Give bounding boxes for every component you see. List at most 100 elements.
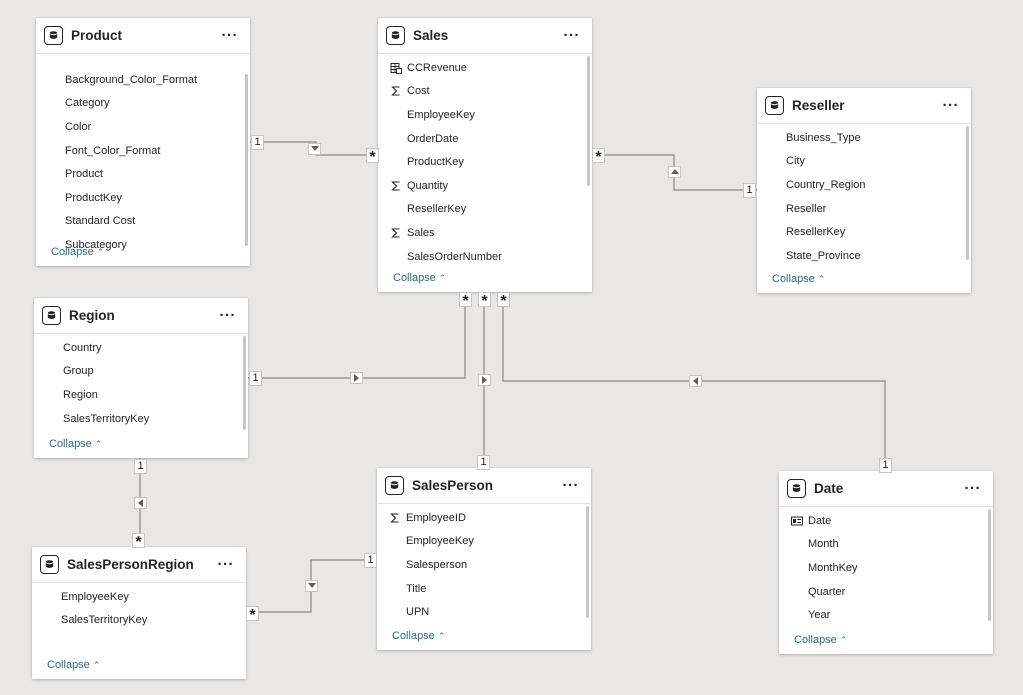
chevron-up-icon: ⌃ [817, 274, 826, 284]
field-label: Category [65, 97, 110, 110]
more-options-icon[interactable]: ··· [217, 555, 234, 573]
field-row[interactable]: ProductKey [378, 150, 592, 174]
sigma-icon [389, 512, 401, 524]
field-row[interactable]: Font_Color_Format [36, 139, 250, 163]
field-row[interactable]: EmployeeKey [378, 103, 592, 127]
field-row[interactable]: Quarter [779, 580, 993, 604]
field-row[interactable]: Business_Type [757, 126, 971, 150]
scrollbar[interactable] [988, 509, 991, 621]
filter-direction-up-icon[interactable] [668, 166, 681, 178]
field-row[interactable]: Subcategory [36, 233, 250, 254]
collapse-button[interactable]: Collapse⌃ [51, 246, 104, 258]
field-row[interactable]: Cost [378, 80, 592, 104]
field-row[interactable]: Title [377, 577, 591, 601]
field-row[interactable]: SalesTerritoryKey [32, 609, 246, 633]
table-header[interactable]: Region··· [34, 298, 248, 334]
field-row[interactable]: ProductKey [36, 186, 250, 210]
field-row[interactable]: Reseller [757, 197, 971, 221]
filter-direction-down-icon[interactable] [305, 580, 318, 592]
field-label: Product [65, 168, 103, 181]
collapse-button[interactable]: Collapse⌃ [49, 438, 102, 450]
table-header[interactable]: Product··· [36, 18, 250, 54]
scrollbar[interactable] [243, 336, 246, 430]
table-header[interactable]: Date··· [779, 471, 993, 507]
more-options-icon[interactable]: ··· [942, 96, 959, 114]
field-row[interactable]: OrderDate [378, 127, 592, 151]
field-row[interactable]: EmployeeID [377, 506, 591, 530]
more-options-icon[interactable]: ··· [964, 479, 981, 497]
filter-direction-left-icon[interactable] [134, 497, 147, 509]
collapse-button[interactable]: Collapse⌃ [794, 634, 847, 646]
collapse-button[interactable]: Collapse⌃ [47, 659, 100, 671]
field-row[interactable]: ResellerKey [378, 198, 592, 222]
field-row[interactable]: Month [779, 533, 993, 557]
scrollbar[interactable] [245, 74, 248, 246]
filter-direction-right-icon[interactable] [350, 372, 363, 384]
chevron-up-icon: ⌃ [94, 439, 103, 449]
more-options-icon[interactable]: ··· [563, 26, 580, 44]
field-row[interactable]: Country [34, 336, 248, 360]
field-row[interactable]: Product [36, 162, 250, 186]
more-options-icon[interactable]: ··· [562, 476, 579, 494]
cardinality-one-label: 1 [134, 459, 147, 474]
scrollbar[interactable] [966, 126, 969, 260]
field-row[interactable]: State_Province [757, 244, 971, 268]
field-row[interactable]: ResellerKey [757, 220, 971, 244]
field-row[interactable]: City [757, 150, 971, 174]
filter-direction-right-icon[interactable] [478, 374, 491, 386]
field-row[interactable]: SalesTerritoryKey [34, 407, 248, 430]
field-row[interactable]: Salesperson [377, 553, 591, 577]
relationship-line[interactable] [248, 292, 466, 379]
field-row[interactable]: Category [36, 92, 250, 116]
filter-direction-left-icon[interactable] [689, 375, 702, 387]
table-title: SalesPersonRegion [67, 557, 194, 572]
more-options-icon[interactable]: ··· [221, 26, 238, 44]
field-row[interactable]: Group [34, 360, 248, 384]
field-row[interactable]: Standard Cost [36, 210, 250, 234]
scrollbar[interactable] [586, 506, 589, 618]
cardinality-many-label: * [497, 292, 510, 307]
table-header[interactable]: Reseller··· [757, 88, 971, 124]
field-row[interactable]: Quantity [378, 174, 592, 198]
table-header[interactable]: SalesPerson··· [377, 468, 591, 504]
cardinality-one-label: 1 [249, 371, 262, 386]
collapse-button[interactable]: Collapse⌃ [392, 630, 445, 642]
field-row[interactable]: Sales [378, 221, 592, 245]
field-label: MonthKey [808, 561, 858, 574]
field-row[interactable]: Color [36, 115, 250, 139]
table-header[interactable]: SalesPersonRegion ··· [32, 547, 246, 583]
field-row[interactable]: EmployeeKey [377, 530, 591, 554]
field-row[interactable]: SalesOrderNumber [378, 245, 592, 269]
table-header[interactable]: Sales··· [378, 18, 592, 54]
more-options-icon[interactable]: ··· [219, 306, 236, 324]
collapse-label: Collapse [392, 630, 435, 642]
field-row[interactable]: EmployeeKey [32, 585, 246, 609]
scrollbar[interactable] [587, 56, 590, 186]
field-row[interactable]: Region [34, 383, 248, 407]
field-row[interactable]: MonthKey [779, 556, 993, 580]
field-row[interactable]: UPN [377, 600, 591, 624]
filter-direction-down-icon[interactable] [308, 143, 321, 155]
field-row[interactable]: Background_Color_Format [36, 68, 250, 92]
collapse-button[interactable]: Collapse⌃ [772, 273, 825, 285]
collapse-button[interactable]: Collapse⌃ [393, 272, 446, 284]
field-row[interactable]: Year [779, 603, 993, 627]
field-row[interactable]: Date [779, 509, 993, 533]
field-row[interactable]: Country_Region [757, 173, 971, 197]
field-row[interactable]: CCRevenue [378, 56, 592, 80]
